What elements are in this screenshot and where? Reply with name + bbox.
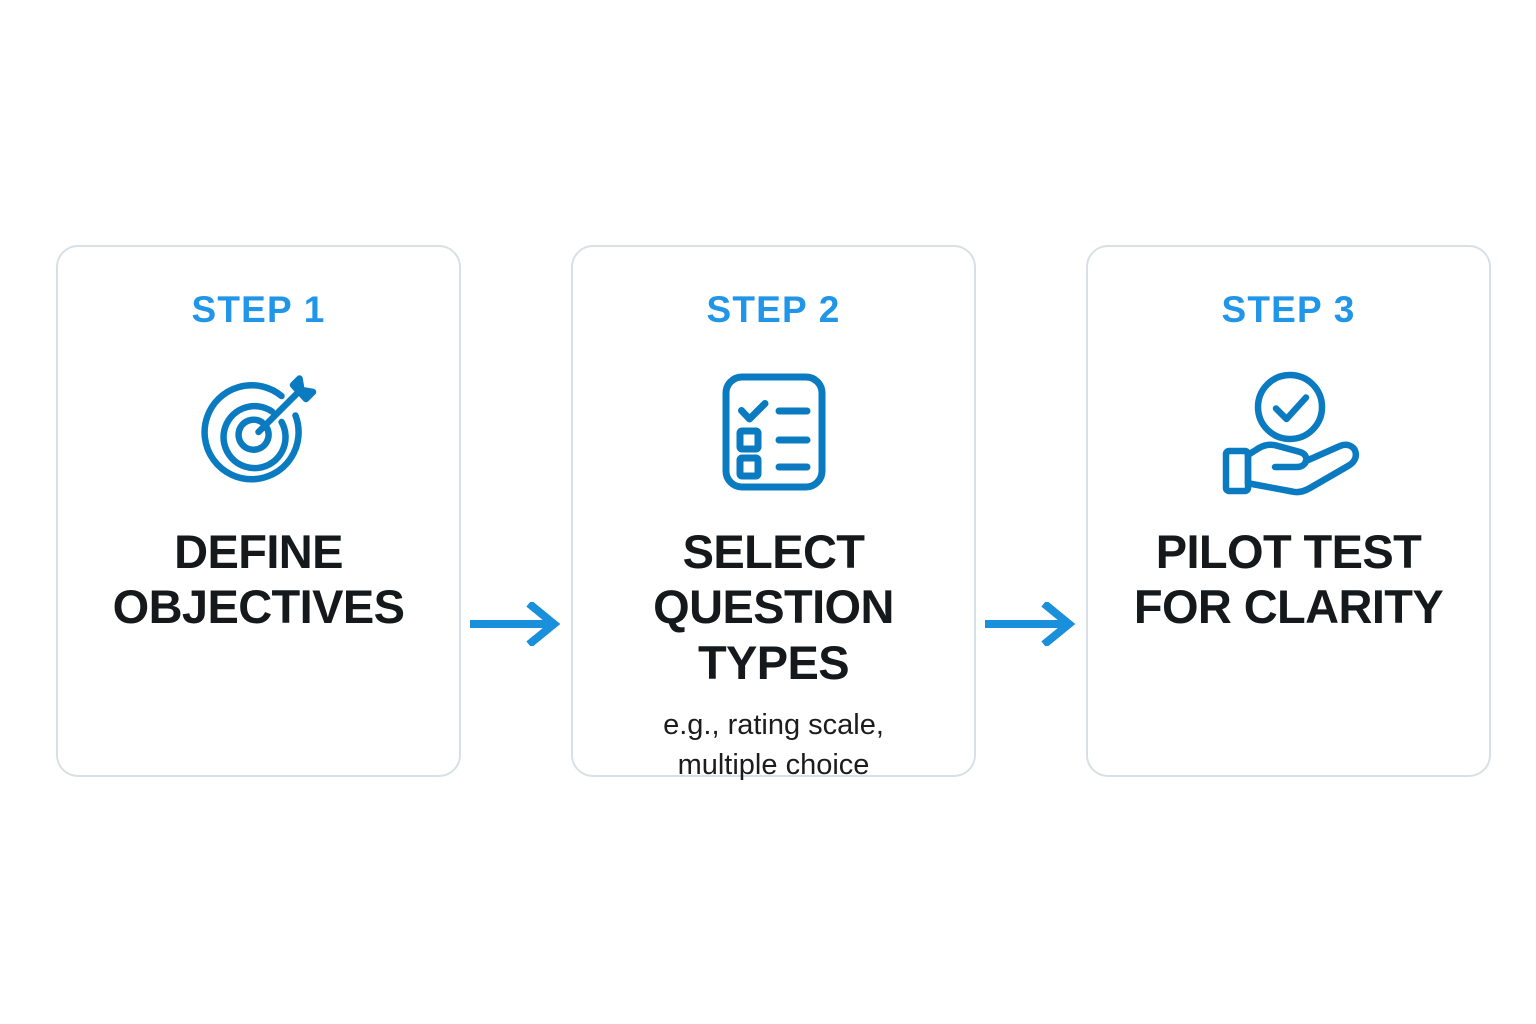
step-title-2: SELECT QUESTION TYPES — [653, 525, 894, 689]
step-label-3: STEP 3 — [1221, 289, 1356, 330]
step-card-2[interactable]: STEP 2 SELECT QUESTION TYPES e.g. — [571, 245, 976, 781]
connector-1 — [461, 245, 571, 777]
target-arrow-icon — [193, 366, 325, 498]
step-card-1[interactable]: STEP 1 DEFINE OBJECTIVES — [56, 245, 461, 777]
arrow-right-icon — [470, 601, 561, 646]
step-title-1: DEFINE OBJECTIVES — [112, 525, 405, 634]
step-title-3: PILOT TEST FOR CLARITY — [1133, 525, 1444, 634]
process-flow: STEP 1 DEFINE OBJECTIVES — [56, 245, 1491, 781]
checklist-icon — [708, 366, 840, 498]
step-card-3[interactable]: STEP 3 PILOT TEST FOR CLARITY — [1086, 245, 1491, 777]
connector-2 — [976, 245, 1086, 777]
step-label-2: STEP 2 — [706, 289, 841, 330]
arrow-right-icon — [985, 601, 1076, 646]
step-label-1: STEP 1 — [191, 289, 326, 330]
step-subtitle-2: e.g., rating scale, multiple choice — [663, 709, 884, 781]
hand-holding-check-icon — [1214, 366, 1364, 498]
